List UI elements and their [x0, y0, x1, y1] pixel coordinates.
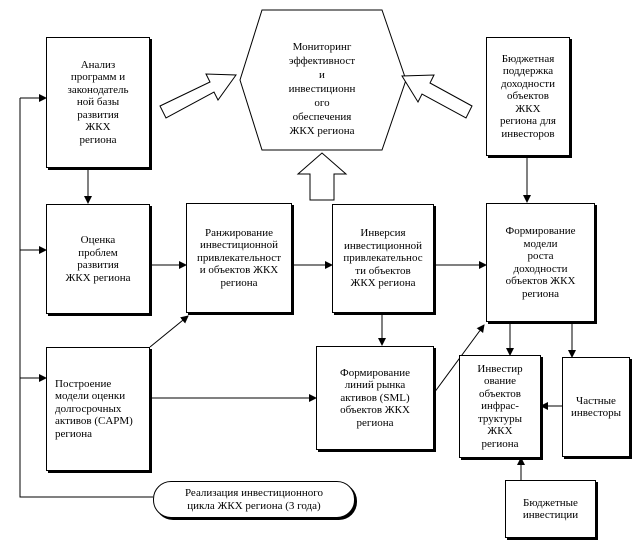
profit-model-label: Формирование модели роста доходности объ… — [505, 225, 576, 300]
budget-investments-box: Бюджетные инвестиции — [505, 480, 596, 538]
monitoring-label: Мониторинг эффективност и инвестиционн о… — [262, 40, 382, 138]
sml-label: Формирование линий рынка активов (SML) о… — [340, 366, 410, 429]
private-investors-box: Частные инвесторы — [562, 357, 630, 457]
capm-label: Построение модели оценки долгосрочных ак… — [55, 377, 133, 440]
capm-box: Построение модели оценки долгосрочных ак… — [46, 347, 150, 471]
infra-investment-box: Инвестир ование объектов инфрас- труктур… — [459, 355, 541, 458]
assessment-label: Оценка проблем развития ЖКХ региона — [65, 234, 131, 284]
hollow-arrow-left-icon — [159, 73, 237, 119]
analysis-box: Анализ программ и законодатель ной базы … — [46, 37, 150, 168]
arrow-capm-to-ranking — [149, 315, 189, 348]
ranking-label: Ранжирование инвестиционной привлекатель… — [196, 226, 281, 289]
profit-model-box: Формирование модели роста доходности объ… — [486, 203, 595, 322]
assessment-box: Оценка проблем развития ЖКХ региона — [46, 204, 150, 314]
inversion-label: Инверсия инвестиционной привлекательнос … — [343, 227, 423, 290]
budget-support-box: Бюджетная поддержка доходности объектов … — [486, 37, 570, 156]
ranking-box: Ранжирование инвестиционной привлекатель… — [186, 203, 292, 313]
sml-box: Формирование линий рынка активов (SML) о… — [316, 346, 434, 450]
infra-investment-label: Инвестир ование объектов инфрас- труктур… — [477, 362, 523, 450]
feedback-loop-line — [19, 98, 153, 498]
analysis-label: Анализ программ и законодатель ной базы … — [67, 58, 129, 146]
budget-investments-label: Бюджетные инвестиции — [522, 496, 579, 522]
private-investors-label: Частные инвесторы — [571, 394, 621, 420]
inversion-box: Инверсия инвестиционной привлекательнос … — [332, 204, 434, 313]
hollow-arrow-up-icon — [296, 152, 348, 201]
monitoring-hexagon — [239, 9, 407, 151]
hollow-arrow-right-icon — [401, 74, 473, 119]
budget-support-label: Бюджетная поддержка доходности объектов … — [500, 52, 556, 140]
investment-cycle-label: Реализация инвестиционного цикла ЖКХ рег… — [184, 486, 324, 512]
monitoring-text: Мониторинг эффективност и инвестиционн о… — [288, 41, 356, 137]
investment-cycle-pill: Реализация инвестиционного цикла ЖКХ рег… — [153, 481, 355, 518]
